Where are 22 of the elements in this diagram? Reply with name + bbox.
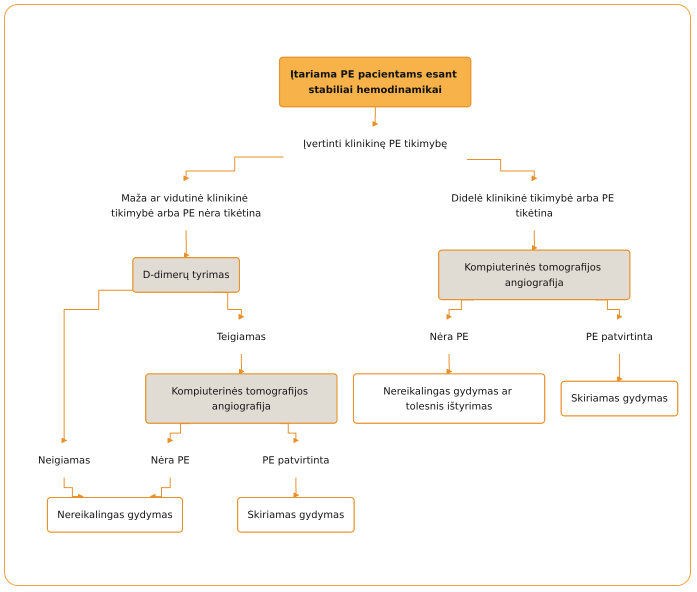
arrow [372, 106, 378, 128]
arrow [466, 159, 537, 182]
arrow [292, 478, 299, 498]
node-text: Įvertinti klinikinę PE tikimybę [302, 138, 447, 150]
arrow [63, 478, 84, 500]
node-text: Maža ar vidutinė klinikinė tikimybė arba PE nėra tikėtina [110, 192, 261, 220]
arrow [616, 354, 622, 382]
node-text: Nėra PE [429, 330, 468, 343]
arrow [60, 290, 134, 444]
node-text: PE patvirtinta [585, 330, 652, 343]
node-text: Neigiamas [38, 454, 90, 466]
arrow [149, 478, 170, 500]
node-text: Teigiamas [216, 330, 266, 343]
arrow [238, 354, 244, 375]
arrow [183, 230, 189, 258]
arrow [182, 156, 284, 182]
node-text: PE patvirtinta [262, 454, 329, 466]
node-text: Didelė klinikinė tikimybė arba PE tikėtina [450, 192, 614, 220]
diagram-frame: Įtariama PE pacientams esant stabiliai hemodinamikai Įvertinti klinikinę PE tikimybę Maža ar vidutinė klinikinė tikimybė arba PE nėra tikėtina Didelė klinikinė tikimybė arba PE tikėtina D-dimerų tyrimas Neigiamas Teigiamas Kompiuterinės tomografijos angiografija Kompiuterinės tomografijos angiografija Nėra PE PE patvirtinta Nėra PE PE patvirtinta Nereikalingas gydymas Skiriamas gydymas Nereikalingas gydymas ar tolesnis ištyrimas Skiriamas gydymas [4, 4, 691, 586]
arrow [531, 230, 537, 252]
arrow [446, 354, 452, 375]
node-text: Nėra PE [150, 454, 190, 466]
